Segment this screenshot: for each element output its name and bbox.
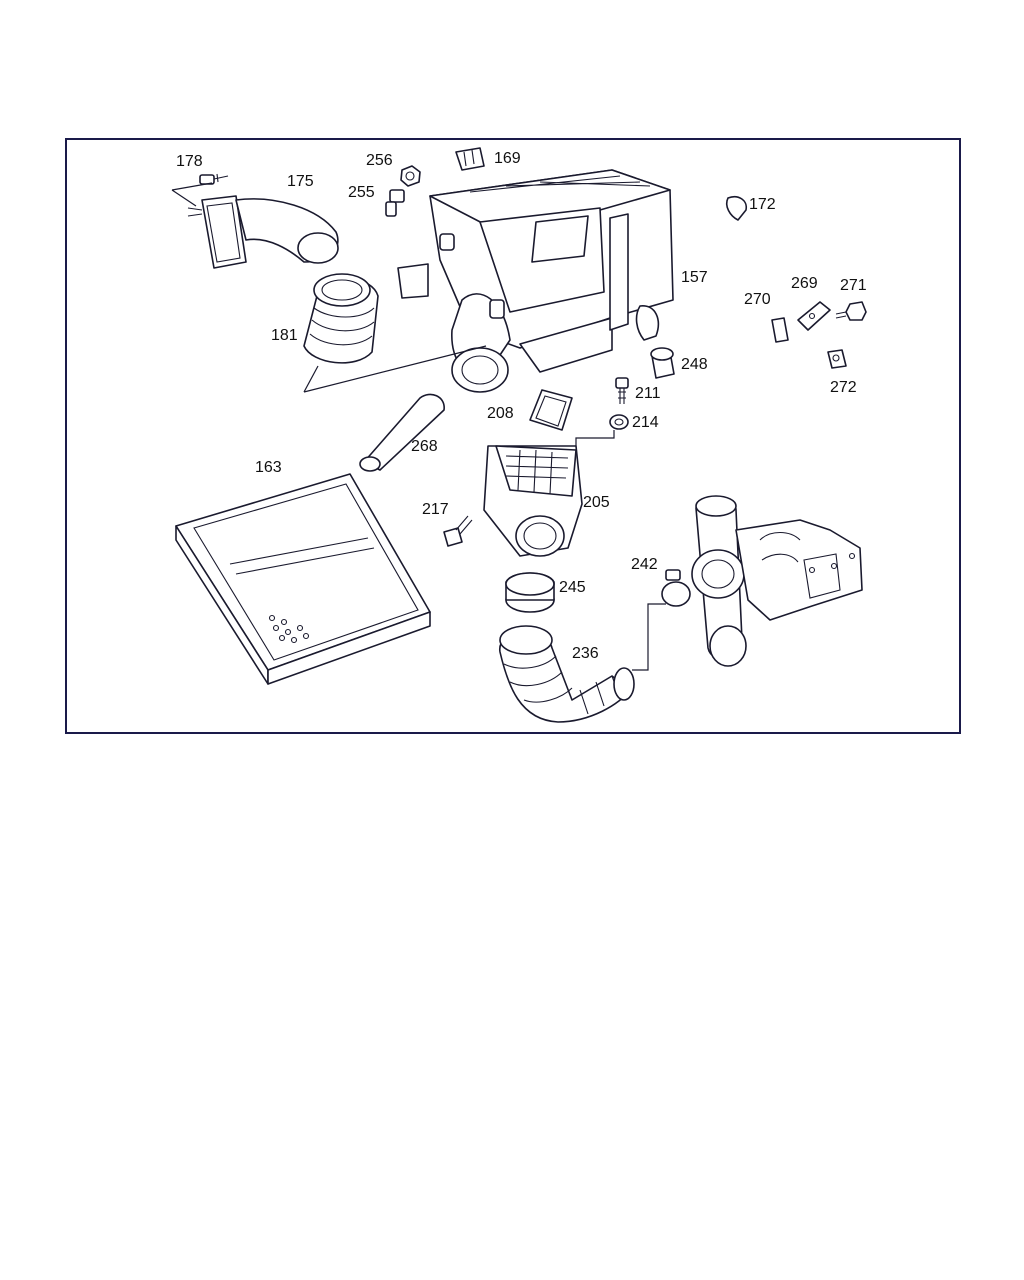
- callout-245: 245: [559, 579, 586, 596]
- callout-211: 211: [635, 385, 661, 402]
- bracket-269: [797, 301, 831, 331]
- callout-217: 217: [422, 501, 449, 518]
- airflow-housing-205: [483, 445, 583, 557]
- clip-270: [771, 317, 789, 343]
- callout-163: 163: [255, 459, 282, 476]
- callout-236: 236: [572, 645, 599, 662]
- callout-248: 248: [681, 356, 708, 373]
- valve-255: [385, 189, 405, 217]
- callout-169: 169: [494, 150, 521, 167]
- intake-elbow-175: [187, 195, 339, 269]
- clip-272: [827, 349, 847, 369]
- callout-175: 175: [287, 173, 314, 190]
- turbocharger: [691, 495, 863, 667]
- bolt-271: [835, 301, 867, 321]
- clamp-245: [505, 572, 555, 613]
- callout-255: 255: [348, 184, 375, 201]
- callout-270: 270: [744, 291, 771, 308]
- clip-172: [725, 195, 748, 221]
- screw-211: [615, 377, 629, 404]
- intake-hose-236: [499, 625, 635, 723]
- clip-169: [455, 147, 485, 171]
- grommet-248: [650, 347, 675, 379]
- callout-272: 272: [830, 379, 857, 396]
- callout-269: 269: [791, 275, 818, 292]
- callout-157: 157: [681, 269, 708, 286]
- callout-271: 271: [840, 277, 867, 294]
- clamp-242: [661, 569, 691, 607]
- callout-208: 208: [487, 405, 514, 422]
- filter-element-163: [175, 473, 431, 685]
- callout-172: 172: [749, 196, 776, 213]
- callout-242: 242: [631, 556, 658, 573]
- callout-256: 256: [366, 152, 393, 169]
- screw-217: [443, 515, 473, 547]
- callout-178: 178: [176, 153, 203, 170]
- callout-214: 214: [632, 414, 659, 431]
- callout-181: 181: [271, 327, 298, 344]
- callout-205: 205: [583, 494, 610, 511]
- nut-256: [400, 165, 421, 187]
- filter-housing-157: [397, 169, 674, 393]
- callout-268: 268: [411, 438, 438, 455]
- washer-214: [609, 414, 629, 430]
- bolt-178: [199, 173, 229, 185]
- gasket-208: [529, 389, 573, 431]
- bellows-hose-181: [303, 273, 379, 364]
- breather-hose-268: [359, 393, 445, 472]
